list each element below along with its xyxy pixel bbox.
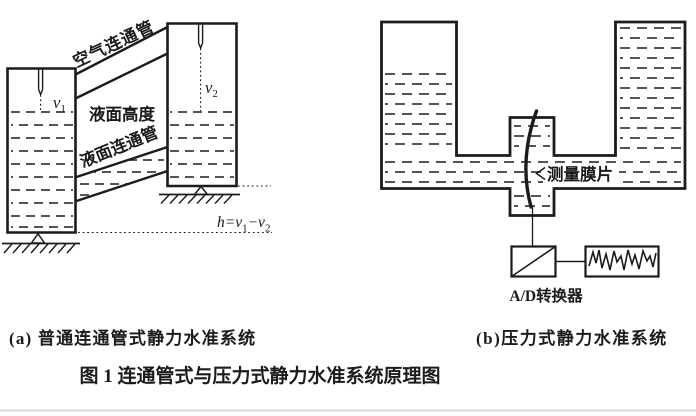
probe-tube (37, 68, 44, 97)
height-formula: h=v1−v2 (217, 214, 270, 235)
panel-b-right-liquid (620, 27, 681, 149)
panel-a: 空气连通管 液面高度 液面连通管 v1 v2 h=v1−v2 (2, 16, 272, 254)
panel-a-left-liquid (11, 111, 73, 228)
panel-b-caption: (b)压力式静力水准系统 (476, 328, 668, 348)
liquid-pipe-wall-lower (76, 169, 168, 203)
panel-a-caption: (a) 普通连通管式静力水准系统 (9, 328, 256, 348)
air-pipe-label: 空气连通管 (70, 16, 158, 71)
left-vessel-a (6, 67, 77, 234)
right-vessel-a (166, 22, 238, 188)
adc-box-diagonal (511, 245, 556, 278)
ground-hatch-right (160, 194, 233, 204)
diaphragm-label: 测量膜片 (547, 164, 613, 184)
panel-a-pipe-liquid (80, 159, 164, 196)
sensor-probe-right (197, 23, 204, 111)
panel-a-right-liquid (170, 111, 234, 178)
air-pipe-wall-lower (75, 52, 169, 100)
support-triangle-left (30, 232, 46, 244)
figure-caption: 图 1 连通管式与压力式静力水准系统原理图 (79, 364, 440, 387)
sensor-left-value: v1 (53, 93, 66, 115)
panel-b-left-liquid (385, 73, 452, 145)
vessel-pipe-outline-b (380, 20, 687, 217)
probe-tube (197, 23, 204, 50)
sensor-probe-left (37, 68, 44, 111)
liquid-pipe-wall-upper (76, 145, 168, 179)
panel-b: 测量膜片 A/D转换器 (380, 20, 687, 305)
air-pipe-wall-upper (74, 25, 169, 76)
support-triangle-right (192, 185, 210, 196)
sensor-right-value: v2 (205, 78, 218, 100)
diaphragm-label-backer (543, 163, 619, 184)
diaphragm-label-arrow (535, 166, 546, 181)
ground-hatch-left (3, 243, 76, 254)
waveform-box (584, 245, 660, 278)
signal-waveform (588, 248, 657, 271)
liquid-height-label: 液面高度 (89, 104, 156, 124)
adc-label: A/D转换器 (509, 286, 583, 305)
measuring-diaphragm (524, 109, 539, 209)
